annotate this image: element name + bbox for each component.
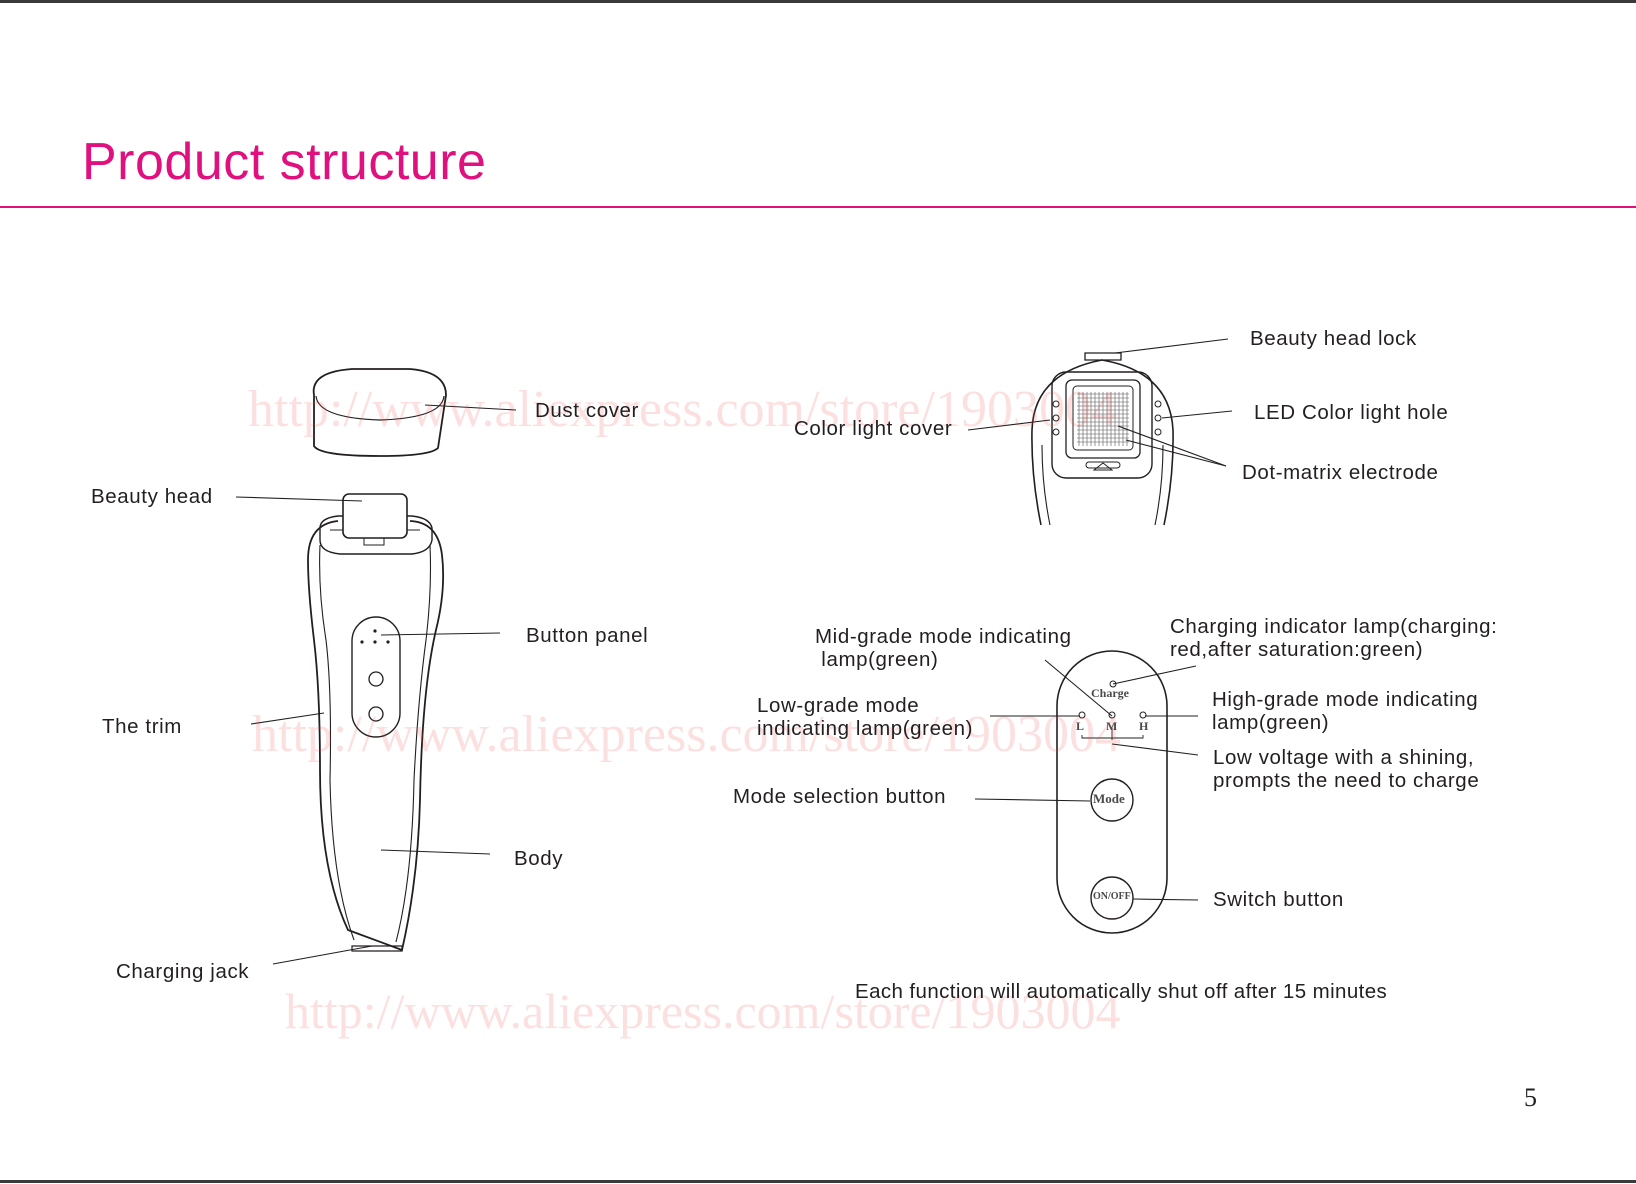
label-mode-selection-button: Mode selection button <box>733 785 947 808</box>
mode-button-text: Mode <box>1093 791 1125 806</box>
label-the-trim: The trim <box>102 715 182 738</box>
label-body: Body <box>514 847 564 870</box>
top-border <box>0 0 1636 3</box>
device-body-illustration <box>308 494 443 951</box>
label-dust-cover: Dust cover <box>535 399 639 422</box>
beauty-head-closeup <box>1032 353 1173 525</box>
dot-matrix <box>1077 392 1129 446</box>
label-mid-grade-lamp: Mid-grade mode indicating lamp(green) <box>815 625 1072 671</box>
label-beauty-head: Beauty head <box>91 485 213 508</box>
label-low-voltage: Low voltage with a shining, prompts the … <box>1213 746 1480 792</box>
label-switch-button: Switch button <box>1213 888 1344 911</box>
label-high-grade-lamp: High-grade mode indicating lamp(green) <box>1212 688 1479 734</box>
bottom-border <box>0 1180 1636 1183</box>
low-lamp-letter: L <box>1076 719 1085 733</box>
label-color-light-cover: Color light cover <box>794 417 953 440</box>
label-led-color-light-hole: LED Color light hole <box>1254 401 1449 424</box>
on-off-button-text: ON/OFF <box>1093 891 1131 902</box>
control-panel-closeup <box>1057 651 1167 933</box>
label-charging-indicator-lamp: Charging indicator lamp(charging: red,af… <box>1170 615 1498 661</box>
mid-lamp-letter: M <box>1106 719 1118 733</box>
dust-cover-illustration <box>314 369 446 456</box>
auto-shutoff-note: Each function will automatically shut of… <box>855 980 1388 1003</box>
page-number: 5 <box>1524 1083 1537 1112</box>
title-underline <box>0 206 1636 208</box>
charge-indicator-text: Charge <box>1091 686 1129 700</box>
label-beauty-head-lock: Beauty head lock <box>1250 327 1417 350</box>
high-lamp-letter: H <box>1139 719 1149 733</box>
label-dot-matrix-electrode: Dot-matrix electrode <box>1242 461 1439 484</box>
label-button-panel: Button panel <box>526 624 649 647</box>
label-charging-jack: Charging jack <box>116 960 250 983</box>
page-title: Product structure <box>82 133 487 191</box>
label-low-grade-lamp: Low-grade mode indicating lamp(green) <box>757 694 974 740</box>
